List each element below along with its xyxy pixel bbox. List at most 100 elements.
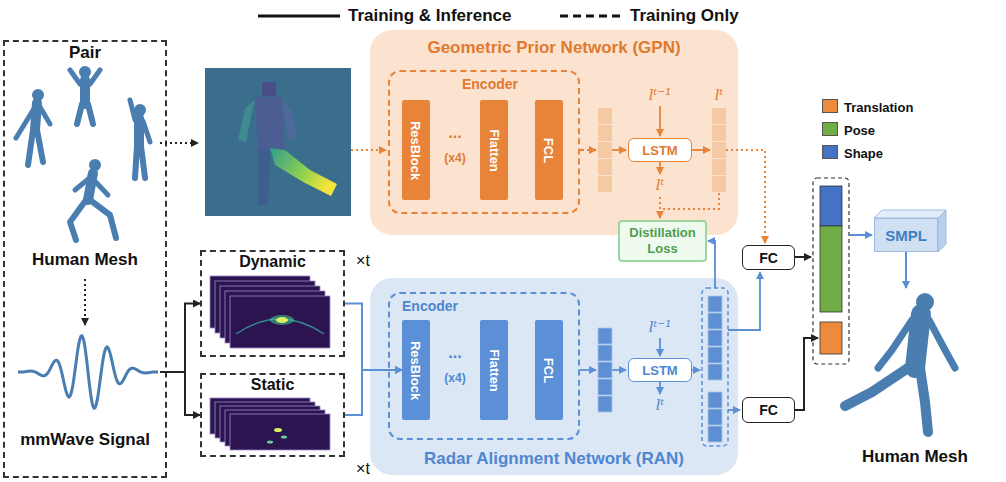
decor-ellipse xyxy=(276,317,288,323)
decor-ellipse xyxy=(281,436,287,439)
decor-rect xyxy=(712,159,726,175)
connector xyxy=(160,372,200,415)
decor-line xyxy=(659,338,661,356)
solid-line-sample xyxy=(258,15,340,18)
loss-box: Distillation Loss xyxy=(618,220,707,262)
decor-rect xyxy=(712,176,726,192)
smpl-box-top xyxy=(874,210,946,218)
state-symbol: lᵗ⁻¹ xyxy=(649,318,671,336)
dotted-arrow xyxy=(160,142,198,144)
label-slot: (x4) xyxy=(444,368,465,386)
decor-polyline xyxy=(795,338,818,410)
decor-path xyxy=(878,320,955,368)
legend-slot: Translation xyxy=(844,98,913,116)
node-label: Flatten xyxy=(487,129,502,172)
connector xyxy=(160,304,200,373)
fc-box: FC xyxy=(742,245,795,270)
decor-line xyxy=(612,369,626,371)
decor-polygon xyxy=(282,100,296,140)
decor-polyline xyxy=(726,150,765,243)
layer-block: Flatten xyxy=(480,100,508,200)
dashed-arrow xyxy=(580,149,596,151)
state-symbol: lᵗ xyxy=(656,396,665,414)
decor-rect xyxy=(712,125,726,141)
encoder-group: EncoderResBlockFlattenFCL xyxy=(388,292,580,440)
decor-rect xyxy=(230,414,330,450)
node-label: Human Mesh xyxy=(32,250,138,270)
decor-rect xyxy=(215,402,315,438)
decor-polygon xyxy=(238,100,255,142)
feature-vector xyxy=(598,296,722,442)
decor-rect xyxy=(598,396,612,412)
human-figures xyxy=(16,66,150,240)
decor-path xyxy=(35,103,37,130)
depth-image xyxy=(205,68,351,216)
decor-polyline xyxy=(662,193,719,209)
node-label: ResBlock xyxy=(409,340,424,399)
node-label: FC xyxy=(759,402,778,418)
legend-swatch xyxy=(822,99,838,113)
decor-rect xyxy=(708,364,722,380)
decor-line xyxy=(728,409,740,411)
legend-text: Training Only xyxy=(630,6,739,25)
decor-line xyxy=(659,197,661,218)
node-label: Encoder xyxy=(390,72,578,92)
legend-slot: Training Only xyxy=(630,6,739,26)
dotted-arrow xyxy=(351,149,386,151)
network-panel: Radar Alignment Network (RAN)EncoderResB… xyxy=(370,278,738,475)
decor-rect xyxy=(230,296,330,348)
layer-block: FCL xyxy=(535,320,563,420)
decor-polyline xyxy=(708,241,715,288)
arrow xyxy=(849,234,872,236)
ran-arrows xyxy=(580,241,760,410)
annotation: ×t xyxy=(356,252,370,269)
decor-path xyxy=(135,146,145,178)
state-symbol: lᵗ xyxy=(656,176,665,194)
decor-rect xyxy=(598,362,612,378)
node-label: Human Mesh xyxy=(862,447,968,467)
decor-ellipse xyxy=(270,315,294,325)
decor-path xyxy=(130,100,150,142)
decor-rect xyxy=(708,296,722,312)
decor-path xyxy=(70,200,116,240)
label-slot: ×t xyxy=(356,460,370,478)
lstm-box: LSTM xyxy=(628,358,692,382)
decor-path xyxy=(80,80,90,104)
label-slot: (x4) xyxy=(444,148,465,166)
dashed-bracket xyxy=(702,288,728,446)
decor-line xyxy=(612,149,626,151)
output-human-mesh xyxy=(845,293,955,432)
output-vector-bracket xyxy=(813,178,849,364)
encoder-group: EncoderResBlockFlattenFCL xyxy=(388,70,580,214)
connector xyxy=(905,252,907,288)
decor-path xyxy=(28,130,43,165)
state-symbol: lᵗ xyxy=(715,86,724,104)
decor-rect xyxy=(598,328,612,344)
decor-rect xyxy=(712,142,726,158)
input-group: Static xyxy=(200,373,345,457)
decor-rect xyxy=(708,409,722,425)
label-slot: ... xyxy=(448,344,461,362)
legend-swatch xyxy=(822,145,838,159)
node-label: Geometric Prior Network (GPN) xyxy=(370,30,738,58)
decor-rect xyxy=(598,345,612,361)
node-label: Dynamic xyxy=(202,253,343,271)
layer-block: ResBlock xyxy=(402,320,430,420)
decor-rect xyxy=(220,286,320,338)
node-label: Flatten xyxy=(487,349,502,392)
decor-circle xyxy=(134,104,146,116)
layer-block: FCL xyxy=(535,100,563,200)
decor-path xyxy=(16,107,50,138)
node-label: Pair xyxy=(5,43,165,63)
layer-block: Flatten xyxy=(480,320,508,420)
connector xyxy=(345,304,402,371)
decor-line xyxy=(692,369,700,371)
decor-rect xyxy=(215,281,315,333)
legend-text: Shape xyxy=(844,146,883,161)
decor-circle xyxy=(916,293,934,311)
decor-rect xyxy=(598,176,612,192)
decor-path xyxy=(75,176,108,195)
shape-params xyxy=(820,186,842,226)
